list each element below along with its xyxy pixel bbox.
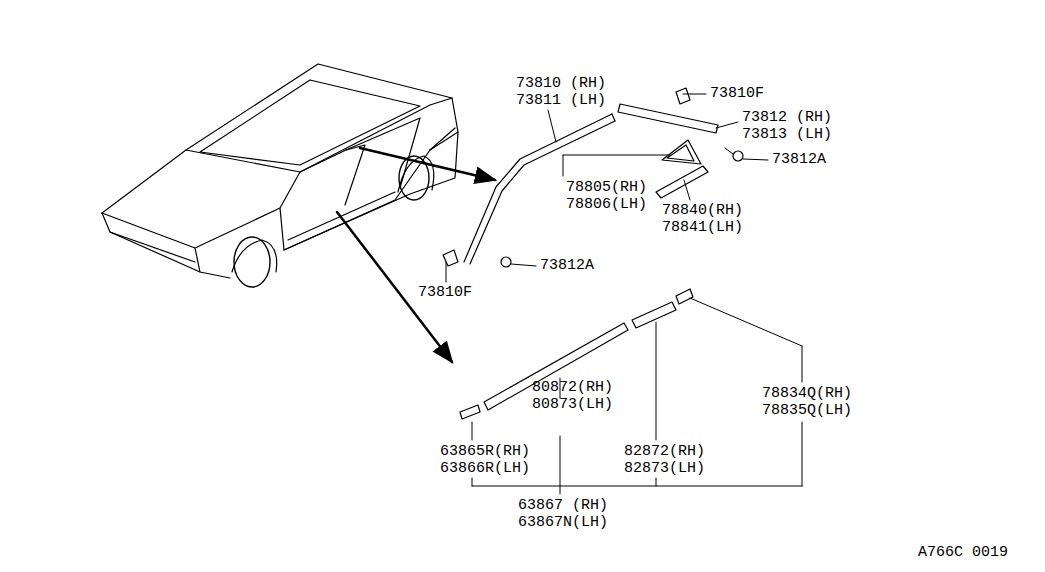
- callout-number: 78840(RH): [662, 203, 743, 219]
- callout-number: 63865R(RH): [440, 444, 530, 460]
- callout-number: 63867 (RH): [518, 498, 608, 514]
- callout-number: A766C 0019: [918, 545, 1008, 561]
- callout-number: 82873(LH): [624, 461, 705, 477]
- callout-number: 80873(LH): [532, 397, 613, 413]
- callout-number: 78805(RH): [566, 180, 647, 196]
- callout-number: 73810 (RH): [516, 76, 606, 92]
- callout-number: 73812 (RH): [742, 110, 832, 126]
- callout-number: 78841(LH): [662, 220, 743, 236]
- callout-number: 73810F: [418, 285, 472, 301]
- callout-number: 78834Q(RH): [762, 386, 852, 402]
- pointer-arrows: [337, 148, 495, 362]
- window-moldings: [443, 88, 743, 267]
- car-outline: [102, 64, 458, 287]
- callout-number: 78835Q(LH): [762, 403, 852, 419]
- callout-number: 73812A: [540, 258, 594, 274]
- callout-number: 73810F: [710, 86, 764, 102]
- callout-number: 63867N(LH): [518, 515, 608, 531]
- leader-lines: [446, 94, 768, 282]
- side-moldings: [460, 289, 693, 419]
- callout-number: 82872(RH): [624, 444, 705, 460]
- callout-number: 73812A: [772, 152, 826, 168]
- callout-number: 73811 (LH): [516, 93, 606, 109]
- callout-number: 78806(LH): [566, 197, 647, 213]
- callout-number: 80872(RH): [532, 380, 613, 396]
- callout-number: 63866R(LH): [440, 461, 530, 477]
- callout-number: 73813 (LH): [742, 127, 832, 143]
